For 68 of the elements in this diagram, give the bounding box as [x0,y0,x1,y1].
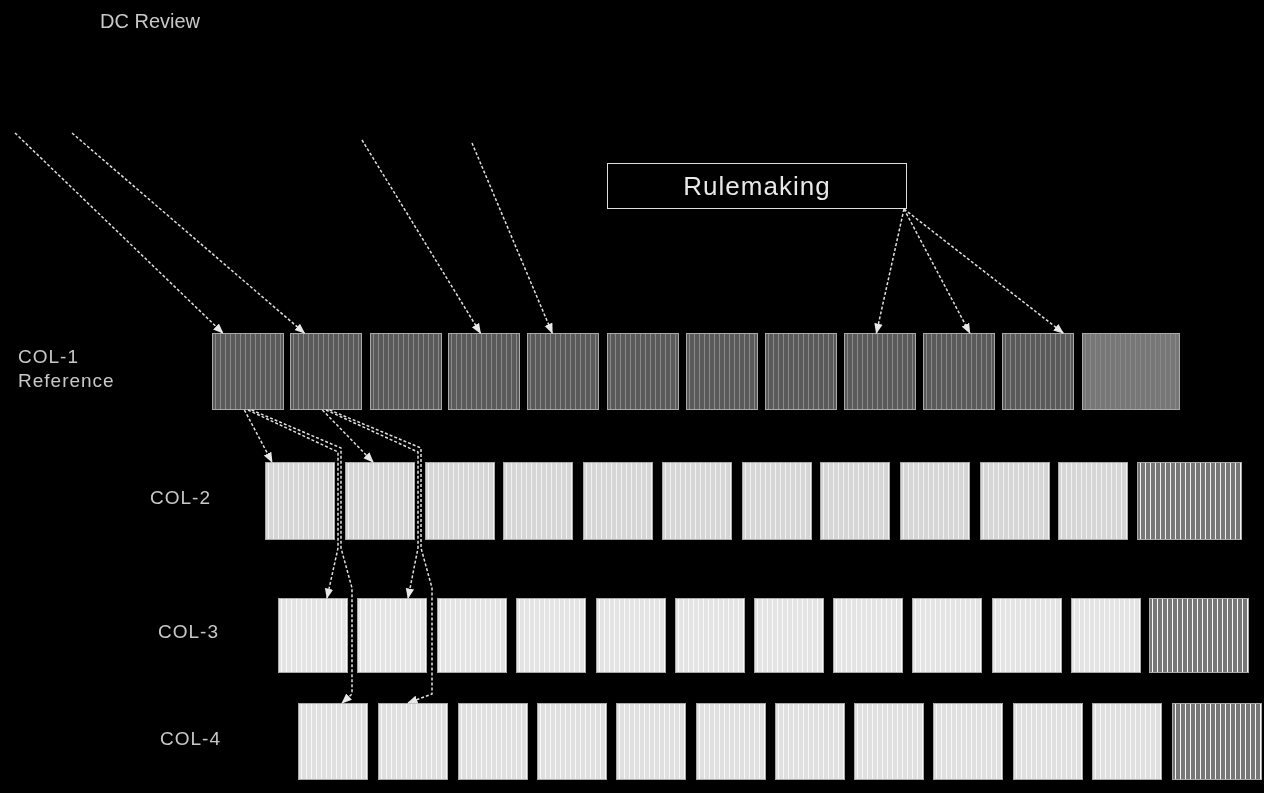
arrow [71,132,306,334]
document-thumbnail [912,598,982,673]
document-thumbnail [675,598,745,673]
document-thumbnail [1058,462,1128,540]
process-box [607,163,907,209]
document-thumbnail [596,598,666,673]
document-thumbnail [844,333,916,410]
document-thumbnail [265,462,335,540]
document-thumbnail [616,703,686,780]
document-thumbnail [537,703,607,780]
document-thumbnail [1172,703,1262,780]
arrow [328,409,433,704]
arrow [321,409,374,463]
document-thumbnail [754,598,824,673]
document-thumbnail [900,462,970,540]
box-label: Rulemaking [683,170,831,202]
document-thumbnail [370,333,442,410]
document-thumbnail [992,598,1062,673]
document-thumbnail [583,462,653,540]
document-thumbnail [923,333,995,410]
document-thumbnail [278,598,348,673]
document-thumbnail [1002,333,1074,410]
document-thumbnail [458,703,528,780]
document-thumbnail [607,333,679,410]
document-thumbnail [527,333,599,410]
document-thumbnail [820,462,890,540]
document-thumbnail [1149,598,1249,673]
row-label: COL-3 [158,620,220,644]
arrow [243,409,273,463]
row-label: COL-1 Reference [18,345,116,393]
row-label: COL-2 [150,486,212,510]
document-thumbnail [503,462,573,540]
document-thumbnail [662,462,732,540]
document-thumbnail [298,703,368,780]
document-thumbnail [933,703,1003,780]
arrow [247,409,339,600]
arrow [14,132,224,334]
row-label: COL-4 [160,727,222,751]
document-thumbnail [345,462,415,540]
document-thumbnail [686,333,758,410]
document-thumbnail [290,333,362,410]
document-thumbnail [696,703,766,780]
document-thumbnail [1137,462,1242,540]
arrow [361,139,482,334]
document-thumbnail [833,598,903,673]
document-thumbnail [1082,333,1180,410]
document-thumbnail [425,462,495,540]
arrow [903,208,1065,334]
document-thumbnail [1092,703,1162,780]
document-thumbnail [980,462,1050,540]
diagram-title: DC Review [100,10,201,33]
document-thumbnail [742,462,812,540]
document-thumbnail [854,703,924,780]
document-thumbnail [775,703,845,780]
arrow [325,409,419,600]
document-thumbnail [1071,598,1141,673]
document-thumbnail [378,703,448,780]
document-thumbnail [437,598,507,673]
document-thumbnail [212,333,284,410]
arrow [874,208,905,334]
document-thumbnail [357,598,427,673]
arrow [903,208,971,334]
document-thumbnail [448,333,520,410]
document-thumbnail [765,333,837,410]
document-thumbnail [516,598,586,673]
arrow [471,142,553,334]
arrow [250,409,353,704]
document-thumbnail [1013,703,1083,780]
